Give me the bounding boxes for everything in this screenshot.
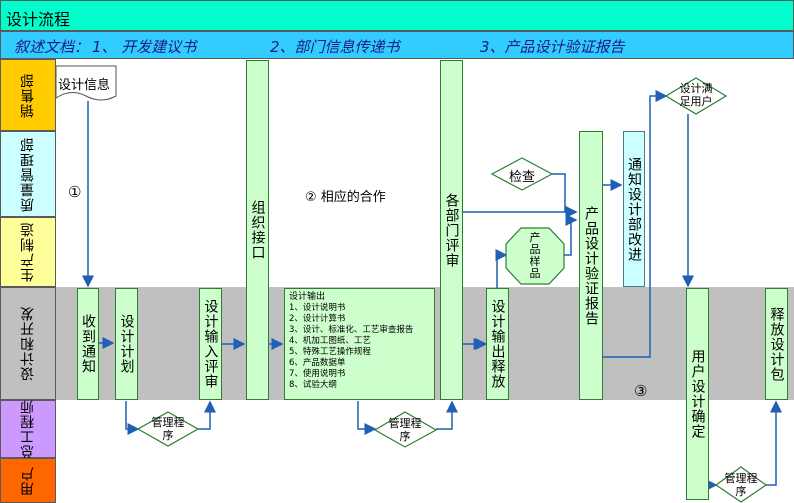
diamond-satisfy (664, 77, 728, 115)
subtitle-bar (0, 31, 794, 59)
lane-band-production (56, 217, 794, 287)
diamond-mgmt2 (373, 411, 438, 448)
subtitle-doc2: 2、部门信息传递书 (270, 38, 400, 56)
receive-notice-text: 收到通知 (80, 314, 96, 374)
verify-report-box: 产品设计验证报告 (579, 131, 603, 400)
arrow-sample-to-verify (564, 214, 578, 256)
mgmt2-label: 管理程序 (388, 417, 422, 443)
design-info-shape (55, 65, 117, 101)
annotation-3: ③ (634, 382, 648, 400)
mgmt3-label: 管理程序 (724, 472, 758, 498)
lane-label-chief-engineer: 总工程师 (0, 399, 56, 459)
arrow-release-to-sample (495, 249, 508, 288)
dept-review-box: 各部门评审 (440, 60, 463, 400)
lane-label-design: 设计和开发 (0, 287, 56, 400)
notify-improve-box: 通知设计部改进 (623, 131, 645, 287)
arrow-output-to-mgmt2 (357, 401, 377, 435)
output-release-box: 设计输出释放 (486, 288, 509, 400)
notify-improve-text: 通知设计部改进 (626, 156, 642, 262)
sample-label: 产品样品 (529, 231, 541, 280)
arrow-mgmt3-to-release-pack (766, 400, 782, 486)
design-output-box: 设计输出 1、设计说明书 2、设计计算书 3、设计、标准化、工艺审查报告 4、机… (284, 288, 435, 400)
arrow-verify-to-satisfy (603, 90, 668, 358)
output-item-6: 6、产品数据单 (289, 358, 346, 368)
lane-label-sales: 销售部 (0, 59, 56, 131)
user-confirm-text: 用户设计确定 (689, 349, 706, 439)
lane-label-quality: 质量管理部 (0, 131, 56, 217)
lane-band-user (56, 458, 794, 503)
arrow-mgmt2-to-review (436, 400, 458, 430)
arrow-plan-to-mgmt1 (125, 401, 140, 435)
input-review-text: 设计输入评审 (202, 299, 219, 389)
output-item-2: 2、设计计算书 (289, 314, 346, 324)
design-plan-text: 设计计划 (118, 314, 135, 374)
output-item-1: 1、设计说明书 (289, 303, 346, 313)
output-item-7: 7、使用说明书 (289, 369, 346, 379)
title-bar (0, 0, 794, 31)
diamond-check (490, 157, 554, 191)
organize-interface-box: 组织接口 (246, 60, 269, 400)
diamond-mgmt1 (136, 411, 200, 447)
verify-report-text: 产品设计验证报告 (583, 205, 599, 326)
output-release-text: 设计输出释放 (489, 299, 506, 389)
subtitle-doc1: 1、 开发建议书 (92, 38, 197, 56)
arrow-mgmt1-to-input (198, 400, 216, 430)
output-item-3: 3、设计、标准化、工艺审查报告 (289, 325, 414, 335)
check-label: 检查 (509, 170, 536, 185)
mgmt1-label: 管理程序 (151, 416, 185, 442)
annotation-1: ① (68, 183, 82, 201)
user-confirm-box: 用户设计确定 (686, 288, 709, 500)
page-title: 设计流程 (6, 10, 71, 29)
output-item-8: 8、试验大纲 (289, 380, 337, 390)
receive-notice-box: 收到通知 (77, 288, 99, 400)
release-pack-text: 释放设计包 (768, 306, 785, 382)
subtitle-doc3: 3、产品设计验证报告 (480, 38, 625, 56)
design-info-label: 设计信息 (58, 78, 111, 93)
annotation-2: ② 相应的合作 (305, 190, 386, 205)
design-output-title: 设计输出 (289, 292, 326, 302)
diamond-mgmt3 (714, 466, 768, 503)
satisfy-label: 设计满足用户 (679, 82, 713, 108)
subtitle-lead: 叙述文档： (14, 38, 90, 56)
lane-label-production: 生产制造 (0, 217, 56, 287)
output-item-5: 5、特殊工艺操作规程 (289, 347, 371, 357)
octagon-sample (505, 227, 565, 285)
lane-band-quality (56, 131, 794, 218)
arrow-check-to-verify (552, 173, 578, 218)
lane-label-user: 用户 (0, 458, 56, 503)
input-review-box: 设计输入评审 (199, 288, 222, 400)
organize-interface-text: 组织接口 (249, 200, 266, 260)
dept-review-text: 各部门评审 (443, 192, 460, 268)
design-plan-box: 设计计划 (115, 288, 138, 400)
release-pack-box: 释放设计包 (765, 288, 788, 400)
output-item-4: 4、机加工图纸、工艺 (289, 336, 371, 346)
